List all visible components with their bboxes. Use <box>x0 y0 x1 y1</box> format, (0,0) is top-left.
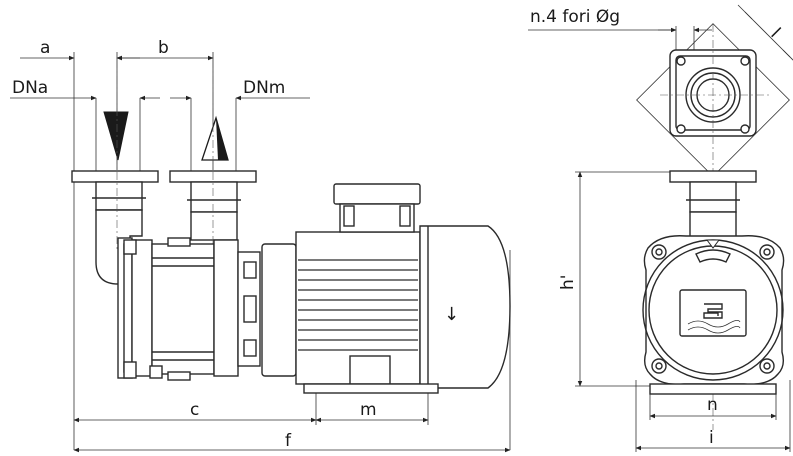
logo-wave-1 <box>687 320 741 328</box>
front-delivery-neck <box>689 181 737 213</box>
body-nut-top-left <box>123 239 137 255</box>
rotation-indicator-arrow-icon <box>706 239 720 249</box>
terminal-box-lid <box>333 183 421 205</box>
housing-bolt-top-left <box>651 244 667 260</box>
terminal-box-screw-left <box>343 205 355 227</box>
front-foot <box>649 383 777 395</box>
label-h: h' <box>558 275 578 290</box>
front-delivery-flange <box>669 170 757 183</box>
logo-wave-2 <box>687 326 741 334</box>
housing-bolt-bottom-left <box>651 358 667 374</box>
pump-stage-1 <box>131 239 153 377</box>
flange-bolt-hole-1 <box>676 56 686 66</box>
label-dnm: DNm <box>243 78 285 98</box>
delivery-flow-arrow-shade <box>216 118 228 160</box>
flange-bolt-hole-3 <box>676 124 686 134</box>
motor-foot <box>303 383 439 394</box>
label-c: c <box>190 400 199 420</box>
housing-bolt-bottom-right-inner <box>763 362 771 370</box>
pump-cover-inner <box>123 243 133 373</box>
label-dna: DNa <box>12 78 48 98</box>
stage-boss-top <box>167 237 191 247</box>
label-n: n <box>707 395 718 415</box>
brand-logo-icon <box>703 303 723 319</box>
pump-stage-2 <box>213 239 239 377</box>
housing-bolt-top-right-inner <box>763 248 771 256</box>
motor-fan-cover <box>419 225 511 389</box>
flange-bolt-hole-4 <box>740 124 750 134</box>
bracket-nut-bottom <box>243 339 257 357</box>
housing-bolt-bottom-right <box>759 358 775 374</box>
front-view: n.4 fori Øg l h' <box>528 4 793 452</box>
label-i: i <box>709 428 714 448</box>
label-m: m <box>360 400 377 420</box>
body-nut-bottom-left <box>123 361 137 379</box>
housing-bolt-top-right <box>759 244 775 260</box>
delivery-neck <box>190 181 238 213</box>
terminal-box-screw-right <box>399 205 411 227</box>
label-holes: n.4 fori Øg <box>530 7 620 27</box>
dimension-l-tick-top <box>737 4 753 20</box>
suction-flow-arrow-icon <box>103 111 129 161</box>
dimension-l <box>744 11 791 58</box>
label-b: b <box>158 38 169 58</box>
housing-bolt-bottom-left-inner <box>655 362 663 370</box>
label-f: f <box>285 431 292 451</box>
housing-bolt-top-left-inner <box>655 248 663 256</box>
motor-front-shield <box>261 243 297 377</box>
rotation-arrow-icon: ↓ <box>444 304 459 325</box>
bracket-shaft-seal <box>243 295 257 323</box>
front-delivery-riser <box>689 211 737 239</box>
rotation-indicator-icon <box>695 249 731 263</box>
label-l: l <box>766 24 783 41</box>
side-view: a b DNa DNm <box>10 38 511 453</box>
body-nut-bottom-mid <box>149 365 163 379</box>
motor-cooling-fins <box>298 259 418 351</box>
suction-neck <box>95 181 143 211</box>
flange-bolt-hole-2 <box>740 56 750 66</box>
pump-stage-body <box>151 243 215 375</box>
bracket-nut-top <box>243 261 257 279</box>
suction-flange <box>71 170 159 183</box>
motor-foot-block <box>349 355 391 385</box>
label-a: a <box>40 38 50 58</box>
dimension-l-tick-bottom <box>782 49 793 61</box>
stage-boss-bottom <box>167 371 191 381</box>
delivery-riser <box>190 211 238 241</box>
